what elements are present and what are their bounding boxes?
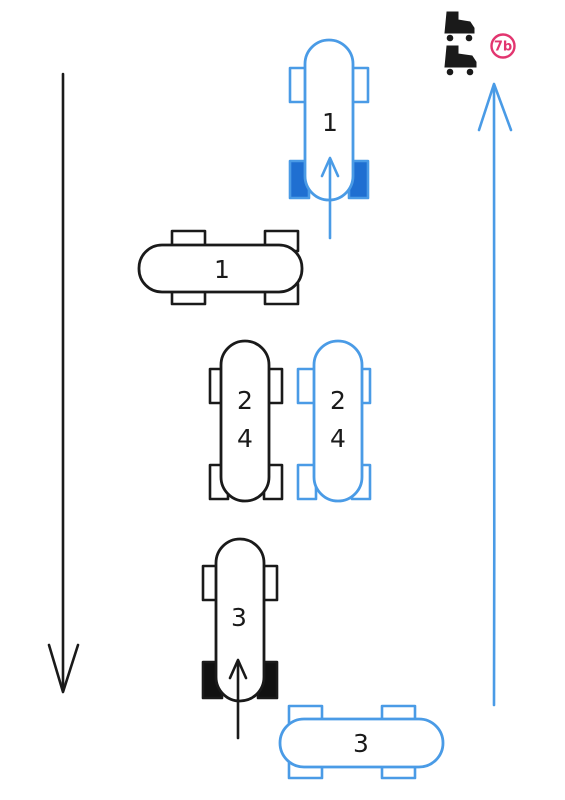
board-label: 1: [322, 108, 338, 137]
skateboard-black-24: 2 4: [208, 339, 284, 503]
skateboard-black-3: 3: [201, 537, 279, 740]
board-label-bottom: 4: [330, 424, 346, 453]
board-deck: [219, 339, 271, 503]
board-deck: [214, 537, 266, 703]
skateboard-black-1: 1: [137, 229, 304, 306]
lane-arrow-down: [47, 72, 80, 694]
roller-skates-icon: [444, 11, 477, 76]
skateboard-blue-1: 1: [288, 38, 370, 240]
skateboard-blue-24: 2 4: [296, 339, 372, 503]
diagram-badge: 7b: [490, 33, 516, 59]
board-label: 3: [353, 729, 369, 758]
badge-text: 7b: [494, 40, 512, 55]
board-label: 1: [214, 255, 230, 284]
board-label: 3: [231, 603, 247, 632]
board-label-top: 2: [330, 386, 346, 415]
motion-arrow: [320, 156, 340, 240]
board-deck: [312, 339, 364, 503]
board-label-bottom: 4: [237, 424, 253, 453]
motion-arrow: [228, 658, 248, 740]
lane-arrow-up: [477, 82, 513, 707]
skateboard-blue-3: 3: [278, 704, 445, 780]
board-deck: [137, 243, 304, 294]
board-deck: [278, 717, 445, 769]
board-label-top: 2: [237, 386, 253, 415]
